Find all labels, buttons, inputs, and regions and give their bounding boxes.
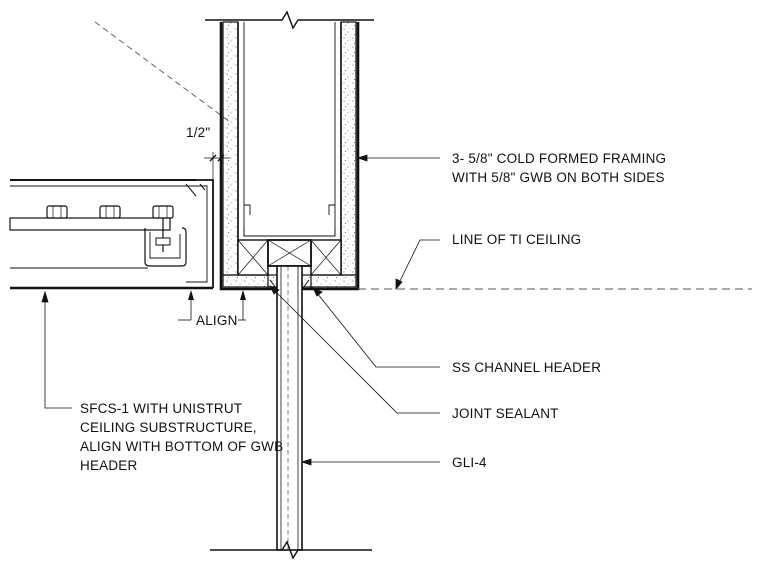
sfcs-label-line3: ALIGN WITH BOTTOM OF GWB	[80, 439, 283, 454]
ceiling-panel-system	[9, 179, 214, 290]
gap-dimension-label: 1/2"	[186, 125, 210, 140]
ceiling-line-label: LINE OF TI CEILING	[452, 232, 581, 247]
sfcs-label-line4: HEADER	[80, 458, 138, 473]
dashed-slope-line	[94, 21, 231, 123]
bolt-2	[99, 205, 121, 219]
sfcs-label-line1: SFCS-1 WITH UNISTRUT	[80, 401, 242, 416]
gli-label: GLI-4	[452, 455, 487, 470]
framing-label-line1: 3- 5/8" COLD FORMED FRAMING	[452, 151, 666, 166]
break-line-top	[205, 10, 374, 30]
channel-header-label: SS CHANNEL HEADER	[452, 360, 601, 375]
align-marker: ALIGN	[178, 290, 246, 328]
align-label: ALIGN	[196, 313, 238, 328]
break-line-bottom	[210, 540, 372, 560]
sfcs-label-line2: CEILING SUBSTRUCTURE,	[80, 420, 257, 435]
gap-dimension: 1/2"	[186, 125, 230, 180]
joint-sealant-label: JOINT SEALANT	[452, 406, 559, 421]
bolt-1	[46, 205, 68, 219]
bolt-3	[152, 205, 174, 252]
leaders	[41, 154, 440, 466]
gwb-board-left	[222, 21, 239, 276]
gwb-board-right	[340, 21, 357, 276]
gwb-header-wall	[205, 10, 374, 291]
framing-label-line2: WITH 5/8" GWB ON BOTH SIDES	[452, 170, 665, 185]
